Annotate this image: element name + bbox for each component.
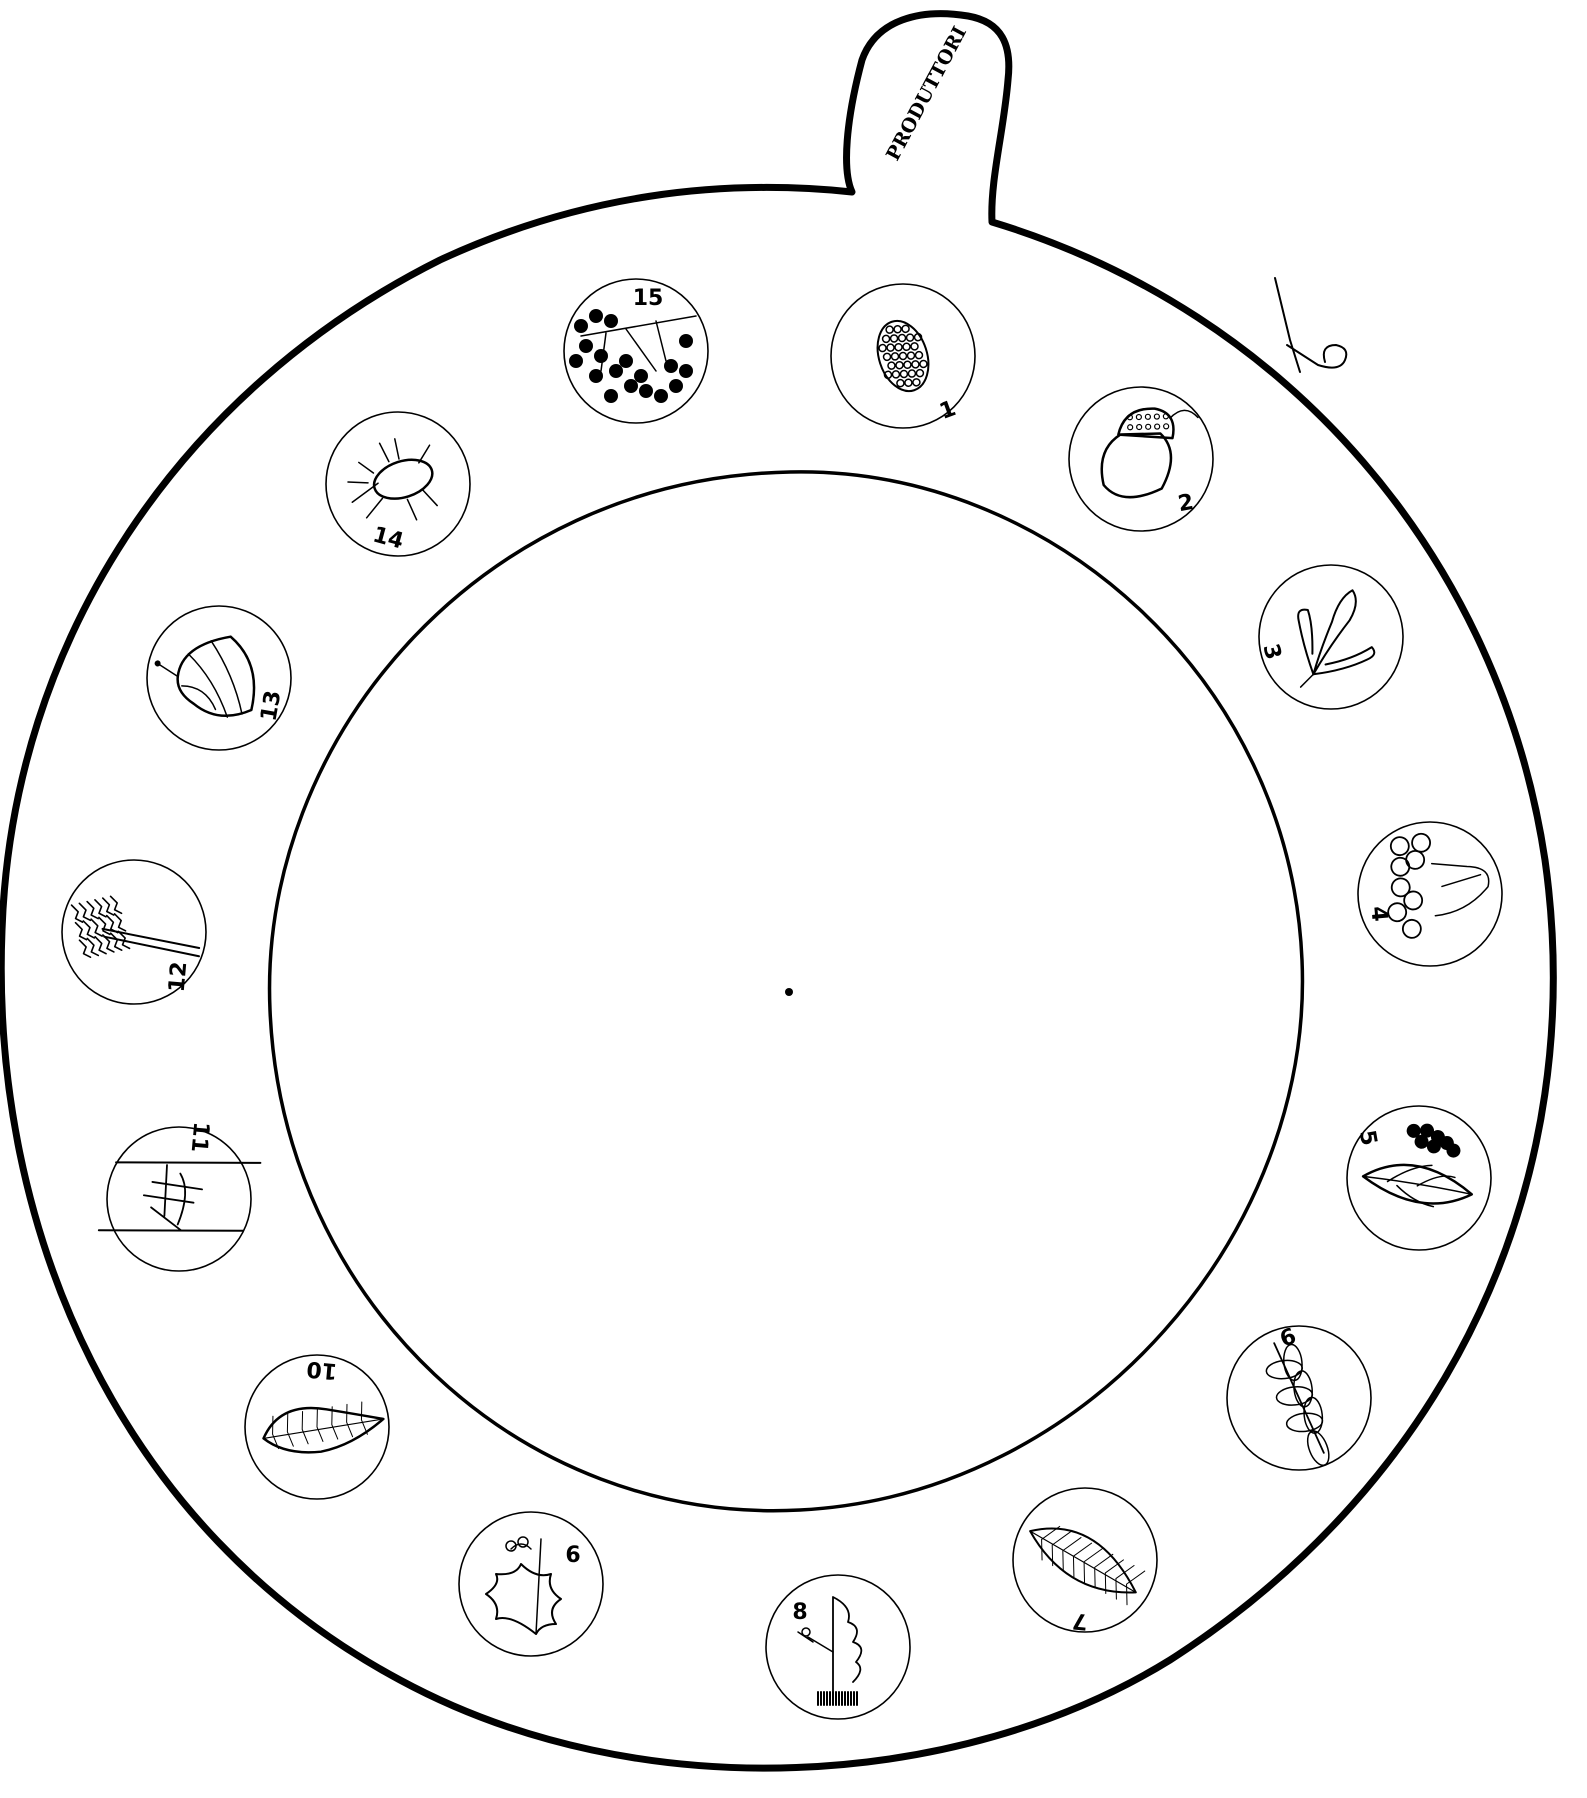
medallion: 5 (1347, 1106, 1491, 1250)
medallion-number: 4 (1365, 905, 1391, 922)
medallion: 14 (326, 412, 470, 556)
medallion-number: 11 (186, 1121, 214, 1154)
medallion-number: 3 (1257, 641, 1285, 662)
medallion-circle (147, 606, 291, 750)
hawthorn-leaf-icon (486, 1537, 561, 1634)
rowan-berries-icon (1372, 828, 1496, 952)
medallion: 8 (766, 1575, 910, 1719)
medallion: 9 (1227, 1321, 1372, 1473)
compound-leaf-icon (1235, 1334, 1372, 1473)
medallion-number: 12 (165, 961, 193, 994)
pine-cone-icon (868, 313, 937, 398)
medallion: 12 (62, 860, 206, 1004)
medallion: 6 (459, 1512, 603, 1656)
medallion: 2 (1069, 387, 1213, 531)
medallion: 3 (1257, 565, 1403, 709)
medallion-number: 7 (1071, 1607, 1088, 1633)
medallion-circle (107, 1127, 251, 1271)
medallion: 10 (245, 1355, 389, 1499)
medallion-number: 5 (1354, 1128, 1381, 1147)
medallion: 11 (99, 1121, 261, 1271)
medallion-circle (1259, 565, 1403, 709)
elderberry-cluster-icon (569, 309, 696, 403)
medallion-number: 14 (370, 522, 406, 554)
medallion-number: 2 (1176, 490, 1195, 517)
medallion-circle (459, 1512, 603, 1656)
medallion-number: 8 (792, 1600, 807, 1625)
medallion-number: 13 (257, 689, 287, 724)
center-pin (785, 988, 793, 996)
medallion-number: 6 (565, 1543, 580, 1568)
wheel-outer-rim (1, 14, 1553, 1768)
tab-label: PRODUTTORI (882, 23, 971, 165)
medallion: 15 (564, 279, 708, 423)
medallion: 4 (1358, 822, 1502, 966)
stray-doodle (1275, 278, 1346, 372)
beech-nut-icon (152, 634, 260, 730)
medallion-number: 15 (633, 286, 664, 311)
medallion-number: 10 (306, 1356, 339, 1384)
medallion-number: 1 (936, 396, 959, 425)
acorn-icon (1100, 407, 1200, 498)
birch-leaf-icon (261, 1368, 386, 1485)
beech-leaf-icon (1020, 1512, 1148, 1607)
medallion: 7 (1013, 1488, 1157, 1634)
medallion: 1 (831, 284, 975, 428)
maple-seed-icon (1285, 581, 1386, 700)
medallion: 13 (147, 606, 291, 750)
chestnut-husk-icon (347, 437, 440, 520)
